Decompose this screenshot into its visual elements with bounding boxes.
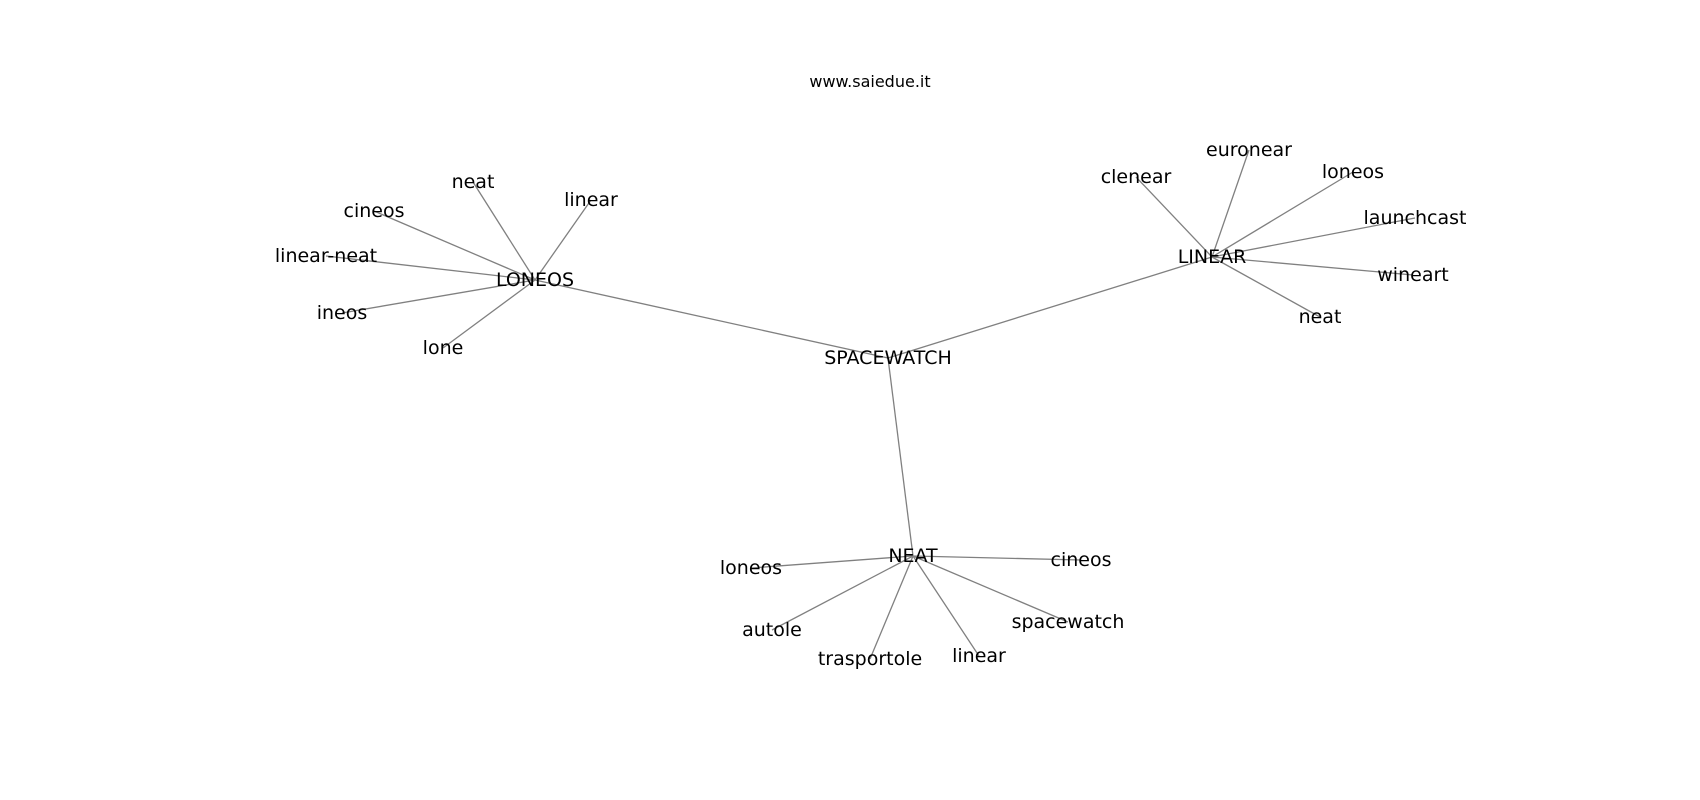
edge-neat_hub-ne_loneos	[750, 555, 914, 569]
graph-title: www.saiedue.it	[809, 72, 930, 91]
hub-node-linear_hub: LINEAR	[1178, 246, 1247, 268]
leaf-node-li_euronear: euronear	[1206, 139, 1292, 161]
hub-node-loneos: LONEOS	[496, 269, 574, 291]
edge-neat_hub-ne_spacewatch	[912, 555, 1069, 623]
leaf-node-ne_cineos: cineos	[1051, 549, 1112, 571]
leaf-node-li_neat: neat	[1299, 306, 1342, 328]
edge-loneos-lo_lone	[442, 279, 536, 349]
edge-linear_hub-li_launchcast	[1211, 217, 1416, 258]
edge-linear_hub-li_neat	[1211, 256, 1321, 318]
edge-neat_hub-ne_trasportole	[869, 555, 914, 660]
leaf-node-lo_ineos: ineos	[317, 302, 368, 324]
edge-linear_hub-li_wineart	[1211, 256, 1414, 276]
edge-loneos-lo_neat	[472, 181, 536, 281]
leaf-node-lo_cineos: cineos	[344, 200, 405, 222]
edge-spacewatch-linear_hub	[887, 256, 1213, 359]
labels-layer: SPACEWATCH LONEOS LINEAR NEAT neat cineos line…	[275, 139, 1467, 670]
leaf-node-ne_linear: linear	[952, 645, 1006, 667]
edge-loneos-lo_cineos	[373, 210, 536, 281]
edge-spacewatch-neat_hub	[887, 357, 914, 557]
edge-loneos-lo_linear	[534, 199, 592, 281]
edge-linear_hub-li_euronear	[1211, 149, 1250, 258]
leaf-node-li_wineart: wineart	[1377, 264, 1448, 286]
leaf-node-ne_autole: autole	[742, 619, 802, 641]
leaf-node-lo_linearneat: linear-neat	[275, 245, 377, 267]
edge-linear_hub-li_loneos	[1211, 171, 1354, 258]
leaf-node-ne_loneos: loneos	[720, 557, 782, 579]
edge-loneos-lo_linearneat	[325, 255, 536, 281]
hub-node-neat_hub: NEAT	[888, 545, 938, 567]
hub-node-spacewatch: SPACEWATCH	[824, 347, 952, 369]
edge-spacewatch-loneos	[534, 279, 889, 359]
edges-layer	[325, 149, 1416, 660]
edge-neat_hub-ne_autole	[771, 555, 914, 631]
leaf-node-li_clenear: clenear	[1101, 166, 1172, 188]
leaf-node-ne_spacewatch: spacewatch	[1012, 611, 1125, 633]
leaf-node-lo_linear: linear	[564, 189, 618, 211]
leaf-node-li_loneos: loneos	[1322, 161, 1384, 183]
leaf-node-lo_lone: lone	[423, 337, 464, 359]
edge-neat_hub-ne_linear	[912, 555, 980, 657]
leaf-node-li_launchcast: launchcast	[1364, 207, 1467, 229]
edge-loneos-lo_ineos	[341, 279, 536, 314]
edge-neat_hub-ne_cineos	[912, 555, 1082, 561]
leaf-node-ne_trasportole: trasportole	[818, 648, 922, 670]
edge-linear_hub-li_clenear	[1135, 176, 1213, 258]
leaf-node-lo_neat: neat	[452, 171, 495, 193]
